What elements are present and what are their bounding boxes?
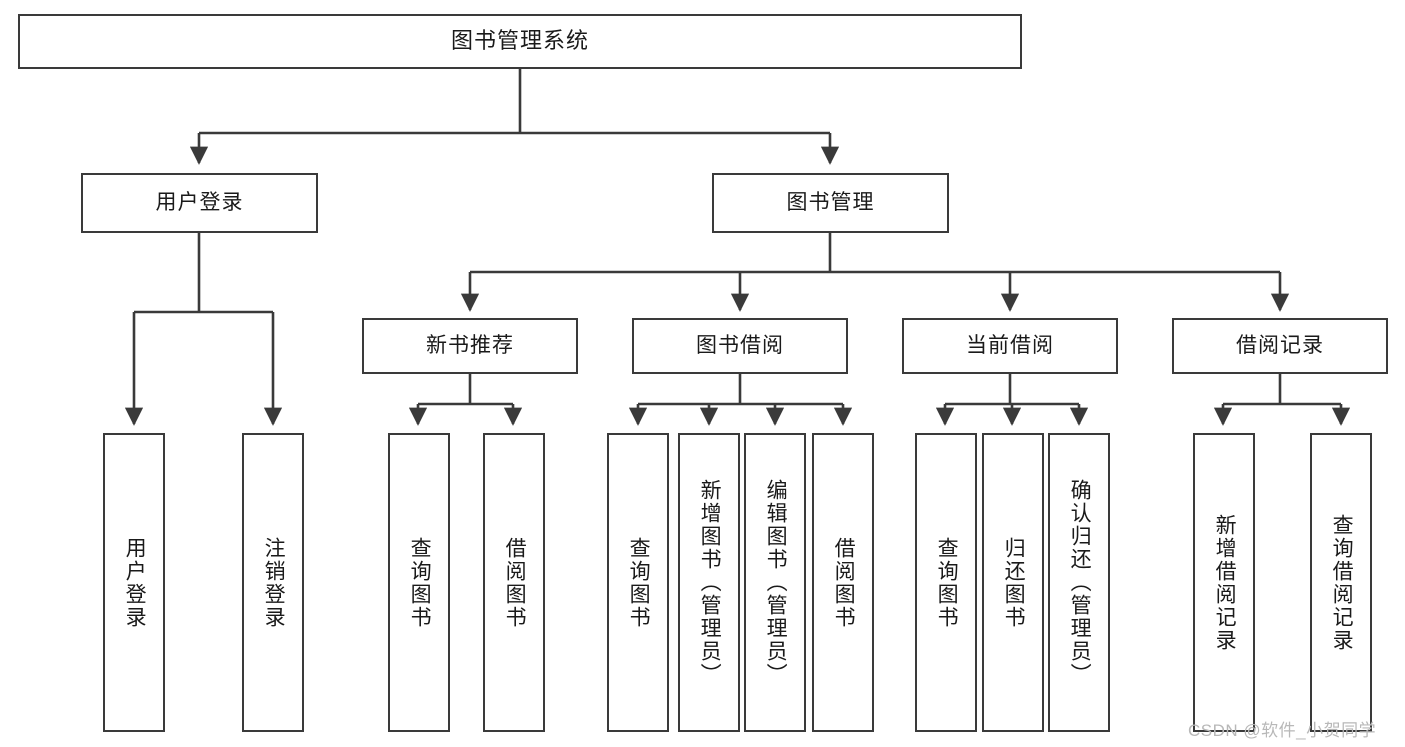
node-leaf-edit-book-label: 编辑图书（管理员）: [764, 479, 788, 686]
node-borrow-record[interactable]: 借阅记录: [1172, 318, 1388, 374]
node-leaf-borrow-book[interactable]: 借阅图书: [812, 433, 874, 732]
node-root-system[interactable]: 图书管理系统: [18, 14, 1022, 69]
node-current-borrow[interactable]: 当前借阅: [902, 318, 1118, 374]
node-leaf-query-book-borrow[interactable]: 查询图书: [607, 433, 669, 732]
node-leaf-user-login[interactable]: 用户登录: [103, 433, 165, 732]
node-leaf-query-book-current[interactable]: 查询图书: [915, 433, 977, 732]
node-leaf-confirm-return[interactable]: 确认归还（管理员）: [1048, 433, 1110, 732]
node-leaf-return-book[interactable]: 归还图书: [982, 433, 1044, 732]
node-borrow-record-label: 借阅记录: [1236, 334, 1324, 358]
node-leaf-query-book-recommend-label: 查询图书: [408, 536, 432, 629]
node-current-borrow-label: 当前借阅: [966, 334, 1054, 358]
node-leaf-user-logout[interactable]: 注销登录: [242, 433, 304, 732]
node-leaf-confirm-return-label: 确认归还（管理员）: [1068, 479, 1092, 686]
node-leaf-query-book-borrow-label: 查询图书: [627, 536, 651, 629]
node-leaf-borrow-book-label: 借阅图书: [832, 536, 856, 629]
node-new-book-recommend[interactable]: 新书推荐: [362, 318, 578, 374]
node-leaf-add-borrow-record[interactable]: 新增借阅记录: [1193, 433, 1255, 732]
node-leaf-query-borrow-record[interactable]: 查询借阅记录: [1310, 433, 1372, 732]
node-user-login-label: 用户登录: [155, 191, 244, 215]
node-leaf-borrow-book-recommend-label: 借阅图书: [503, 536, 527, 629]
node-leaf-add-book-label: 新增图书（管理员）: [698, 479, 722, 686]
node-book-borrow[interactable]: 图书借阅: [632, 318, 848, 374]
node-book-management-label: 图书管理: [786, 191, 875, 215]
node-leaf-query-borrow-record-label: 查询借阅记录: [1330, 513, 1354, 652]
node-new-book-recommend-label: 新书推荐: [426, 334, 514, 358]
node-leaf-query-book-recommend[interactable]: 查询图书: [388, 433, 450, 732]
node-leaf-borrow-book-recommend[interactable]: 借阅图书: [483, 433, 545, 732]
node-book-borrow-label: 图书借阅: [696, 334, 784, 358]
node-leaf-add-book[interactable]: 新增图书（管理员）: [678, 433, 740, 732]
node-leaf-add-borrow-record-label: 新增借阅记录: [1213, 513, 1237, 652]
node-leaf-user-logout-label: 注销登录: [262, 536, 286, 629]
node-leaf-return-book-label: 归还图书: [1002, 536, 1026, 629]
node-leaf-query-book-current-label: 查询图书: [935, 536, 959, 629]
node-leaf-edit-book[interactable]: 编辑图书（管理员）: [744, 433, 806, 732]
node-user-login[interactable]: 用户登录: [81, 173, 318, 233]
node-root-system-label: 图书管理系统: [450, 28, 589, 54]
node-book-management[interactable]: 图书管理: [712, 173, 949, 233]
node-leaf-user-login-label: 用户登录: [123, 536, 147, 629]
